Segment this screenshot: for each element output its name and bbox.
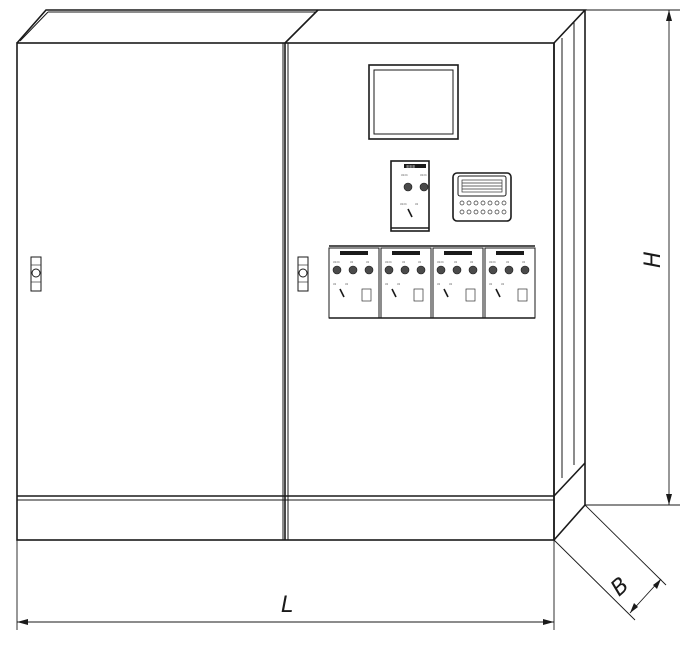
depth-label: B bbox=[606, 573, 634, 602]
svg-text:▭: ▭ bbox=[397, 282, 400, 286]
svg-text:▭: ▭ bbox=[350, 260, 353, 264]
svg-text:▭: ▭ bbox=[385, 282, 388, 286]
display-window bbox=[368, 64, 459, 140]
control-unit-1: ▭▭ ▭ ▭ ▭ ▭ bbox=[328, 247, 380, 319]
svg-text:≡≡≡: ≡≡≡ bbox=[406, 164, 415, 168]
svg-text:▭: ▭ bbox=[333, 282, 336, 286]
height-label: H bbox=[641, 251, 666, 268]
svg-text:▭▭: ▭▭ bbox=[401, 173, 408, 177]
svg-text:▭▭: ▭▭ bbox=[420, 173, 427, 177]
svg-text:▭: ▭ bbox=[366, 260, 369, 264]
svg-text:▭: ▭ bbox=[418, 260, 421, 264]
length-dimension: L bbox=[16, 540, 555, 630]
cabinet-front bbox=[16, 42, 555, 541]
svg-text:▭: ▭ bbox=[449, 282, 452, 286]
control-unit-4: ▭▭ ▭ ▭ ▭ ▭ bbox=[484, 247, 536, 319]
cabinet-side-face bbox=[553, 10, 586, 541]
height-dimension: H bbox=[585, 9, 680, 506]
svg-text:▭: ▭ bbox=[501, 282, 504, 286]
svg-text:▭: ▭ bbox=[522, 260, 525, 264]
svg-text:▭▭: ▭▭ bbox=[385, 260, 392, 264]
svg-text:▭▭: ▭▭ bbox=[437, 260, 444, 264]
svg-text:▭: ▭ bbox=[506, 260, 509, 264]
length-label: L bbox=[281, 593, 293, 618]
svg-text:▭: ▭ bbox=[470, 260, 473, 264]
depth-dimension: B bbox=[553, 504, 667, 621]
svg-text:▭: ▭ bbox=[345, 282, 348, 286]
svg-text:▭: ▭ bbox=[489, 282, 492, 286]
cabinet-top-face bbox=[16, 9, 587, 44]
svg-text:▭▭: ▭▭ bbox=[400, 202, 407, 206]
control-unit-row: ▭▭ ▭ ▭ ▭ ▭ ▭▭ ▭ ▭ ▭ ▭ bbox=[328, 245, 536, 319]
keypad-controller bbox=[452, 172, 512, 222]
svg-text:▭▭: ▭▭ bbox=[489, 260, 496, 264]
svg-text:▭: ▭ bbox=[402, 260, 405, 264]
control-unit-2: ▭▭ ▭ ▭ ▭ ▭ bbox=[380, 247, 432, 319]
left-door-handle bbox=[30, 256, 42, 292]
svg-text:▭: ▭ bbox=[415, 202, 418, 206]
svg-text:▭▭: ▭▭ bbox=[333, 260, 340, 264]
control-module: ≡≡≡ ▭▭ ▭▭ ▭▭ ▭ bbox=[390, 160, 430, 232]
svg-text:▭: ▭ bbox=[437, 282, 440, 286]
keypad-buttons bbox=[459, 200, 507, 215]
right-door-handle bbox=[297, 256, 309, 292]
svg-text:▭: ▭ bbox=[454, 260, 457, 264]
control-unit-3: ▭▭ ▭ ▭ ▭ ▭ bbox=[432, 247, 484, 319]
